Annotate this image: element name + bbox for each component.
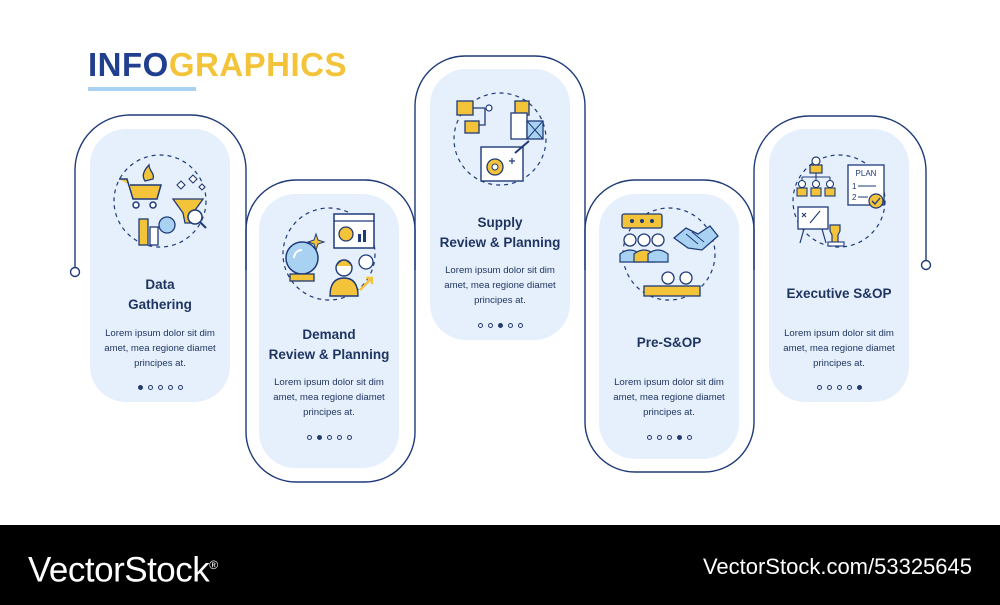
step-card-demand-review: Demand Review & Planning Lorem ipsum dol… [259, 194, 399, 468]
dot [646, 435, 652, 440]
step-description-line: amet, mea regione diamet [104, 343, 216, 354]
step-title: Pre-S&OP [599, 333, 739, 353]
pagination-dots [259, 435, 399, 440]
step-card-executive-sop: PLAN 1 2 Executive S&OP Lorem ipsum dolo… [769, 129, 909, 402]
dot [517, 323, 523, 328]
step-title-line: Executive S&OP [786, 286, 892, 301]
page-title: INFOGRAPHICS [88, 44, 347, 86]
pagination-dots [599, 435, 739, 440]
step-description-line: Lorem ipsum dolor sit dim [105, 328, 215, 339]
svg-text:PLAN: PLAN [856, 169, 877, 178]
dot [336, 435, 342, 440]
step-title: Executive S&OP [769, 284, 909, 304]
step-title-line: Review & Planning [439, 235, 561, 250]
step-description-line: Lorem ipsum dolor sit dim [614, 377, 724, 388]
dot [836, 385, 842, 390]
dot [846, 385, 852, 390]
executive-plan-icon: PLAN 1 2 [792, 154, 886, 248]
supply-review-icon [453, 92, 547, 186]
step-description-line: amet, mea regione diamet [613, 392, 725, 403]
timeline-outline [69, 55, 932, 483]
dot [326, 435, 332, 440]
step-description: Lorem ipsum dolor sit dim amet, mea regi… [438, 263, 562, 308]
step-title-line: Supply [477, 215, 523, 230]
step-title-line: Pre-S&OP [636, 335, 702, 350]
step-description-line: principes at. [643, 407, 695, 418]
infographic: INFOGRAPHICS [69, 44, 932, 483]
registered-mark: ® [209, 558, 218, 572]
handshake-meeting-icon [619, 207, 719, 301]
pagination-dots [90, 385, 230, 390]
dot [346, 435, 352, 440]
step-description-line: principes at. [474, 295, 526, 306]
step-description-line: amet, mea regione diamet [273, 392, 385, 403]
demand-review-icon [282, 207, 376, 301]
dot [477, 323, 483, 328]
step-title: Data Gathering [90, 275, 230, 315]
step-description: Lorem ipsum dolor sit dim amet, mea regi… [607, 375, 731, 420]
step-title-line: Review & Planning [268, 347, 390, 362]
watermark-brand: VectorStock® [28, 543, 218, 593]
dot [147, 385, 153, 390]
timeline-end-node [920, 259, 932, 271]
step-card-pre-sop: Pre-S&OP Lorem ipsum dolor sit dim amet,… [599, 194, 739, 459]
dot [656, 435, 662, 440]
dot [507, 323, 513, 328]
title-part-info: INFO [88, 46, 169, 83]
dot [177, 385, 183, 390]
pagination-dots [769, 385, 909, 390]
step-card-supply-review: Supply Review & Planning Lorem ipsum dol… [430, 69, 570, 340]
dot [826, 385, 832, 390]
step-description-line: principes at. [813, 358, 865, 369]
dot-active [497, 323, 503, 328]
dot [306, 435, 312, 440]
dot [666, 435, 672, 440]
step-description-line: principes at. [303, 407, 355, 418]
step-description: Lorem ipsum dolor sit dim amet, mea regi… [777, 326, 901, 371]
step-title-line: Gathering [128, 297, 192, 312]
watermark-image-id: VectorStock.com/53325645 [702, 554, 972, 579]
step-title-line: Data [145, 277, 175, 292]
step-description-line: Lorem ipsum dolor sit dim [445, 265, 555, 276]
dot-active [316, 435, 322, 440]
step-card-data-gathering: Data Gathering Lorem ipsum dolor sit dim… [90, 129, 230, 402]
step-description-line: amet, mea regione diamet [783, 343, 895, 354]
step-description-line: principes at. [134, 358, 186, 369]
step-description: Lorem ipsum dolor sit dim amet, mea regi… [267, 375, 391, 420]
timeline-start-node [69, 266, 81, 278]
step-description-line: Lorem ipsum dolor sit dim [784, 328, 894, 339]
svg-text:2: 2 [852, 193, 857, 202]
dot [686, 435, 692, 440]
data-gathering-icon [113, 154, 207, 248]
step-description-line: Lorem ipsum dolor sit dim [274, 377, 384, 388]
pagination-dots [430, 323, 570, 328]
step-description-line: amet, mea regione diamet [444, 280, 556, 291]
title-underline [88, 87, 196, 91]
dot-active [676, 435, 682, 440]
dot [816, 385, 822, 390]
step-description: Lorem ipsum dolor sit dim amet, mea regi… [98, 326, 222, 371]
watermark-footer: VectorStock® VectorStock.com/53325645 [0, 525, 1000, 605]
step-title: Demand Review & Planning [259, 325, 399, 365]
dot-active [137, 385, 143, 390]
title-part-graphics: GRAPHICS [168, 46, 348, 83]
dot [487, 323, 493, 328]
brand-name: VectorStock [28, 550, 210, 590]
dot-active [856, 385, 862, 390]
svg-text:1: 1 [852, 182, 857, 191]
step-title-line: Demand [302, 327, 356, 342]
step-title: Supply Review & Planning [430, 213, 570, 253]
dot [167, 385, 173, 390]
dot [157, 385, 163, 390]
